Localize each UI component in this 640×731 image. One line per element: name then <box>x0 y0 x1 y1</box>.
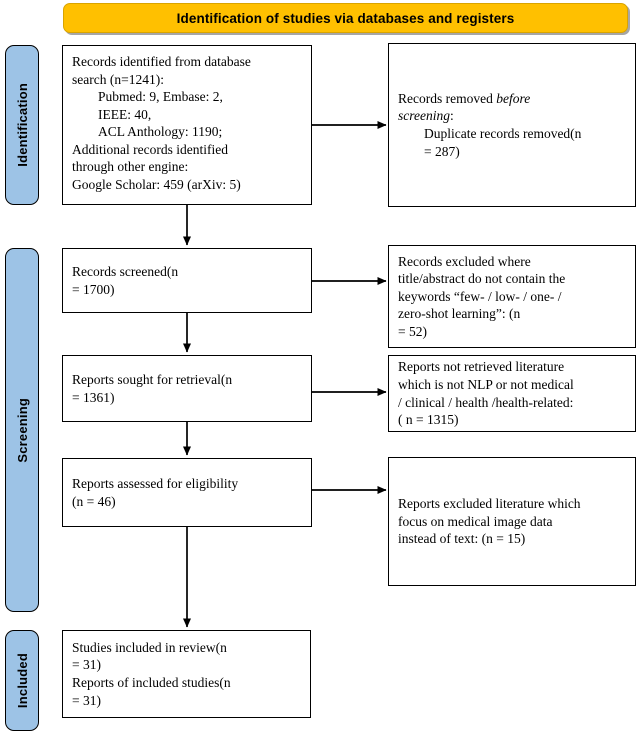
line: Reports of included studies(n <box>72 675 231 690</box>
line: through other engine: <box>72 159 189 175</box>
line-emphasis: before <box>496 90 531 106</box>
line: instead of text: (n = 15) <box>398 531 526 547</box>
stage-rail-included-label: Included <box>14 652 30 709</box>
line: Reports sought for retrieval(n <box>72 371 233 387</box>
line: = 287) <box>424 143 460 159</box>
box-records-identified: Records identified from database search … <box>62 45 312 205</box>
line: Additional records identified <box>72 141 228 157</box>
line: zero-shot learning”: (n <box>398 306 521 322</box>
line: Reports excluded literature which <box>398 496 581 512</box>
stage-rail-included: Included <box>5 630 39 731</box>
line: Records identified from database <box>72 54 251 69</box>
line: ACL Anthology: 1190; <box>98 124 223 140</box>
line: = 31) <box>72 692 101 708</box>
line: ( n = 1315) <box>398 412 459 428</box>
box-records-excluded-keywords: Records excluded where title/abstract do… <box>388 245 636 348</box>
line: = 1361) <box>72 389 115 405</box>
line: keywords “few- / low- / one- / <box>398 288 562 304</box>
diagram-title-banner: Identification of studies via databases … <box>63 3 628 33</box>
box-reports-assessed-for-eligibility: Reports assessed for eligibility (n = 46… <box>62 458 312 527</box>
line: search (n=1241): <box>72 71 164 87</box>
stage-rail-screening: Screening <box>5 248 39 612</box>
line: Records screened(n <box>72 263 179 279</box>
line: / clinical / health /health-related: <box>398 394 574 410</box>
line: which is not NLP or not medical <box>398 376 574 392</box>
box-records-removed-before-screening: Records removed before screening: Duplic… <box>388 43 636 207</box>
line-emphasis: screening <box>398 108 450 124</box>
box-reports-sought-for-retrieval: Reports sought for retrieval(n = 1361) <box>62 355 312 422</box>
line: title/abstract do not contain the <box>398 271 566 287</box>
line-prefix: Records removed <box>398 90 497 106</box>
stage-rail-screening-label: Screening <box>14 397 30 463</box>
box-studies-included: Studies included in review(n = 31) Repor… <box>62 630 311 718</box>
stage-rail-identification: Identification <box>5 45 39 205</box>
line: Pubmed: 9, Embase: 2, <box>98 89 223 105</box>
line: focus on medical image data <box>398 513 553 529</box>
line: Reports assessed for eligibility <box>72 475 239 491</box>
line: Records excluded where <box>398 253 531 269</box>
box-reports-excluded-medical-image: Reports excluded literature which focus … <box>388 457 636 586</box>
line: (n = 46) <box>72 493 116 509</box>
line: screening: <box>398 107 626 125</box>
line: IEEE: 40, <box>98 106 152 122</box>
line: = 31) <box>72 657 101 673</box>
line: Google Scholar: 459 (arXiv: 5) <box>72 176 241 192</box>
line: Duplicate records removed(n <box>424 126 582 141</box>
line: Studies included in review(n <box>72 639 227 655</box>
box-records-screened: Records screened(n = 1700) <box>62 248 312 313</box>
line: Records removed before <box>398 90 626 108</box>
diagram-title-text: Identification of studies via databases … <box>176 10 515 26</box>
box-reports-not-retrieved: Reports not retrieved literature which i… <box>388 355 636 432</box>
stage-rail-identification-label: Identification <box>14 83 30 167</box>
line: = 1700) <box>72 281 115 297</box>
line: = 52) <box>398 323 427 339</box>
line: Reports not retrieved literature <box>398 359 565 375</box>
line-suffix: : <box>449 108 454 124</box>
